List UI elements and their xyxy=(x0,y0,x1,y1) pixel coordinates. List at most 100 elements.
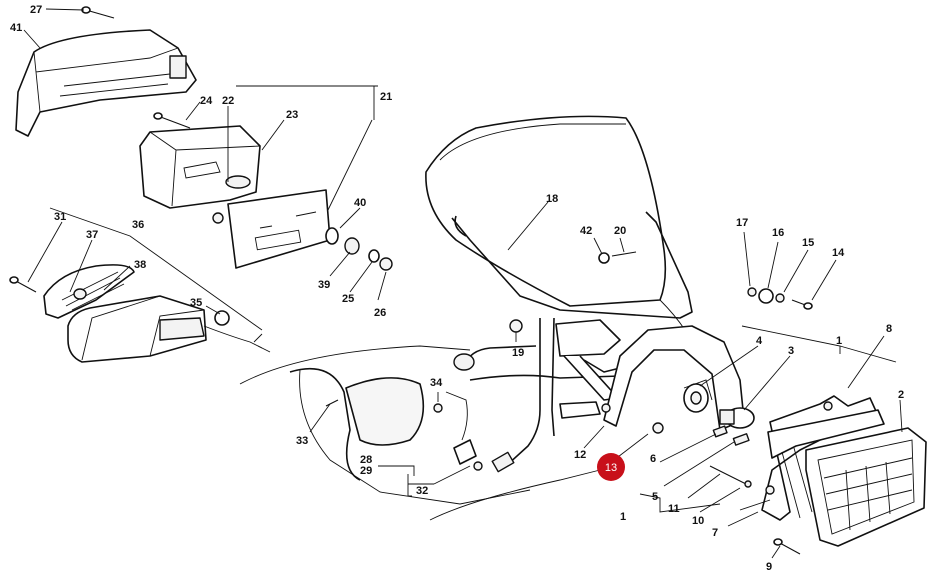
leader-21b xyxy=(327,119,373,211)
leader-32 xyxy=(433,465,471,485)
label-31: 31 xyxy=(54,211,66,223)
highlight-marker-13[interactable]: 13 xyxy=(597,453,625,481)
label-5: 5 xyxy=(652,491,658,503)
pins-20-42 xyxy=(598,251,637,264)
label-21: 21 xyxy=(380,91,392,103)
leader-14 xyxy=(811,259,837,301)
label-28: 28 xyxy=(360,454,372,466)
leader-16 xyxy=(767,241,779,289)
label-27: 27 xyxy=(30,4,42,16)
tail-light-cover xyxy=(15,29,197,137)
leader-6 xyxy=(659,433,717,463)
label-1-bottom: 1 xyxy=(620,511,626,523)
label-7: 7 xyxy=(712,527,718,539)
label-17: 17 xyxy=(736,217,748,229)
leader-35 xyxy=(205,305,221,315)
parts-11-10 xyxy=(709,465,752,488)
label-23: 23 xyxy=(286,109,298,121)
label-25: 25 xyxy=(342,293,354,305)
label-9: 9 xyxy=(766,561,772,572)
label-36: 36 xyxy=(132,219,144,231)
bracket-32 xyxy=(407,474,434,497)
leaders-small-parts xyxy=(329,207,387,301)
label-20: 20 xyxy=(614,225,626,237)
leader-10 xyxy=(699,487,741,513)
leader-9 xyxy=(771,545,781,559)
label-37: 37 xyxy=(86,229,98,241)
label-14: 14 xyxy=(832,247,845,259)
part-labels: 27 41 24 22 23 21 31 36 37 38 35 40 39 2… xyxy=(10,4,904,572)
label-38: 38 xyxy=(134,259,146,271)
turn-signal-assembly xyxy=(9,264,271,363)
leader-8 xyxy=(847,335,885,389)
screw-9 xyxy=(773,538,801,555)
small-parts-40-39-25-26 xyxy=(325,227,393,271)
leader-31 xyxy=(27,221,63,283)
label-39: 39 xyxy=(318,279,330,291)
label-35: 35 xyxy=(190,297,202,309)
leader-33 xyxy=(309,403,331,433)
label-3: 3 xyxy=(788,345,794,357)
screw-33 xyxy=(325,399,339,407)
highlight-label: 13 xyxy=(605,462,617,474)
clip-34 xyxy=(433,403,443,413)
label-19: 19 xyxy=(512,347,524,359)
tail-light-housing xyxy=(139,125,261,209)
bulb-3 xyxy=(719,407,755,429)
label-11: 11 xyxy=(668,503,680,515)
bracket-28-29 xyxy=(378,465,415,476)
screw-27 xyxy=(81,6,115,19)
label-4: 4 xyxy=(756,335,763,347)
fairing-lower xyxy=(239,345,601,521)
screw-24 xyxy=(153,112,191,129)
leader-11 xyxy=(687,473,721,499)
leader-18 xyxy=(507,201,549,251)
leader-13 xyxy=(613,433,649,461)
bracket-1b xyxy=(639,493,721,513)
label-6: 6 xyxy=(650,453,656,465)
label-15: 15 xyxy=(802,237,814,249)
label-40: 40 xyxy=(354,197,366,209)
label-2: 2 xyxy=(898,389,904,401)
bracket-1a xyxy=(741,325,897,363)
leader-12 xyxy=(583,425,605,449)
headlight-frame xyxy=(761,395,885,521)
leader-5 xyxy=(663,441,735,487)
leader-2 xyxy=(899,399,903,433)
label-41: 41 xyxy=(10,22,22,34)
leader-36 xyxy=(49,207,263,331)
label-10: 10 xyxy=(692,515,704,527)
leader-4 xyxy=(699,345,759,387)
leader-15 xyxy=(783,249,809,293)
label-16: 16 xyxy=(772,227,784,239)
label-8: 8 xyxy=(886,323,892,335)
hardware-17-16-15-14 xyxy=(747,287,813,310)
leader-17 xyxy=(743,231,751,287)
label-33: 33 xyxy=(296,435,308,447)
leader-42 xyxy=(593,237,603,255)
label-29: 29 xyxy=(360,465,372,477)
label-22: 22 xyxy=(222,95,234,107)
headlight-lens-2 xyxy=(805,427,927,547)
label-18: 18 xyxy=(546,193,558,205)
leader-20 xyxy=(619,237,625,253)
label-42: 42 xyxy=(580,225,592,237)
fairing-frame xyxy=(451,211,693,473)
small-parts-6-5 xyxy=(712,425,750,446)
nut-19 xyxy=(509,319,523,333)
label-24: 24 xyxy=(200,95,213,107)
label-1-top: 1 xyxy=(836,335,842,347)
label-32: 32 xyxy=(416,485,428,497)
label-34: 34 xyxy=(430,377,443,389)
bracket-7 xyxy=(727,499,771,527)
label-26: 26 xyxy=(374,307,386,319)
label-12: 12 xyxy=(574,449,586,461)
leader-38 xyxy=(103,265,131,291)
bulb-holder-4 xyxy=(683,379,713,413)
leader-37 xyxy=(69,239,93,293)
plate-bracket xyxy=(212,189,331,269)
connector-32 xyxy=(445,391,483,471)
leader-3 xyxy=(743,355,791,411)
leader-21 xyxy=(236,85,378,120)
